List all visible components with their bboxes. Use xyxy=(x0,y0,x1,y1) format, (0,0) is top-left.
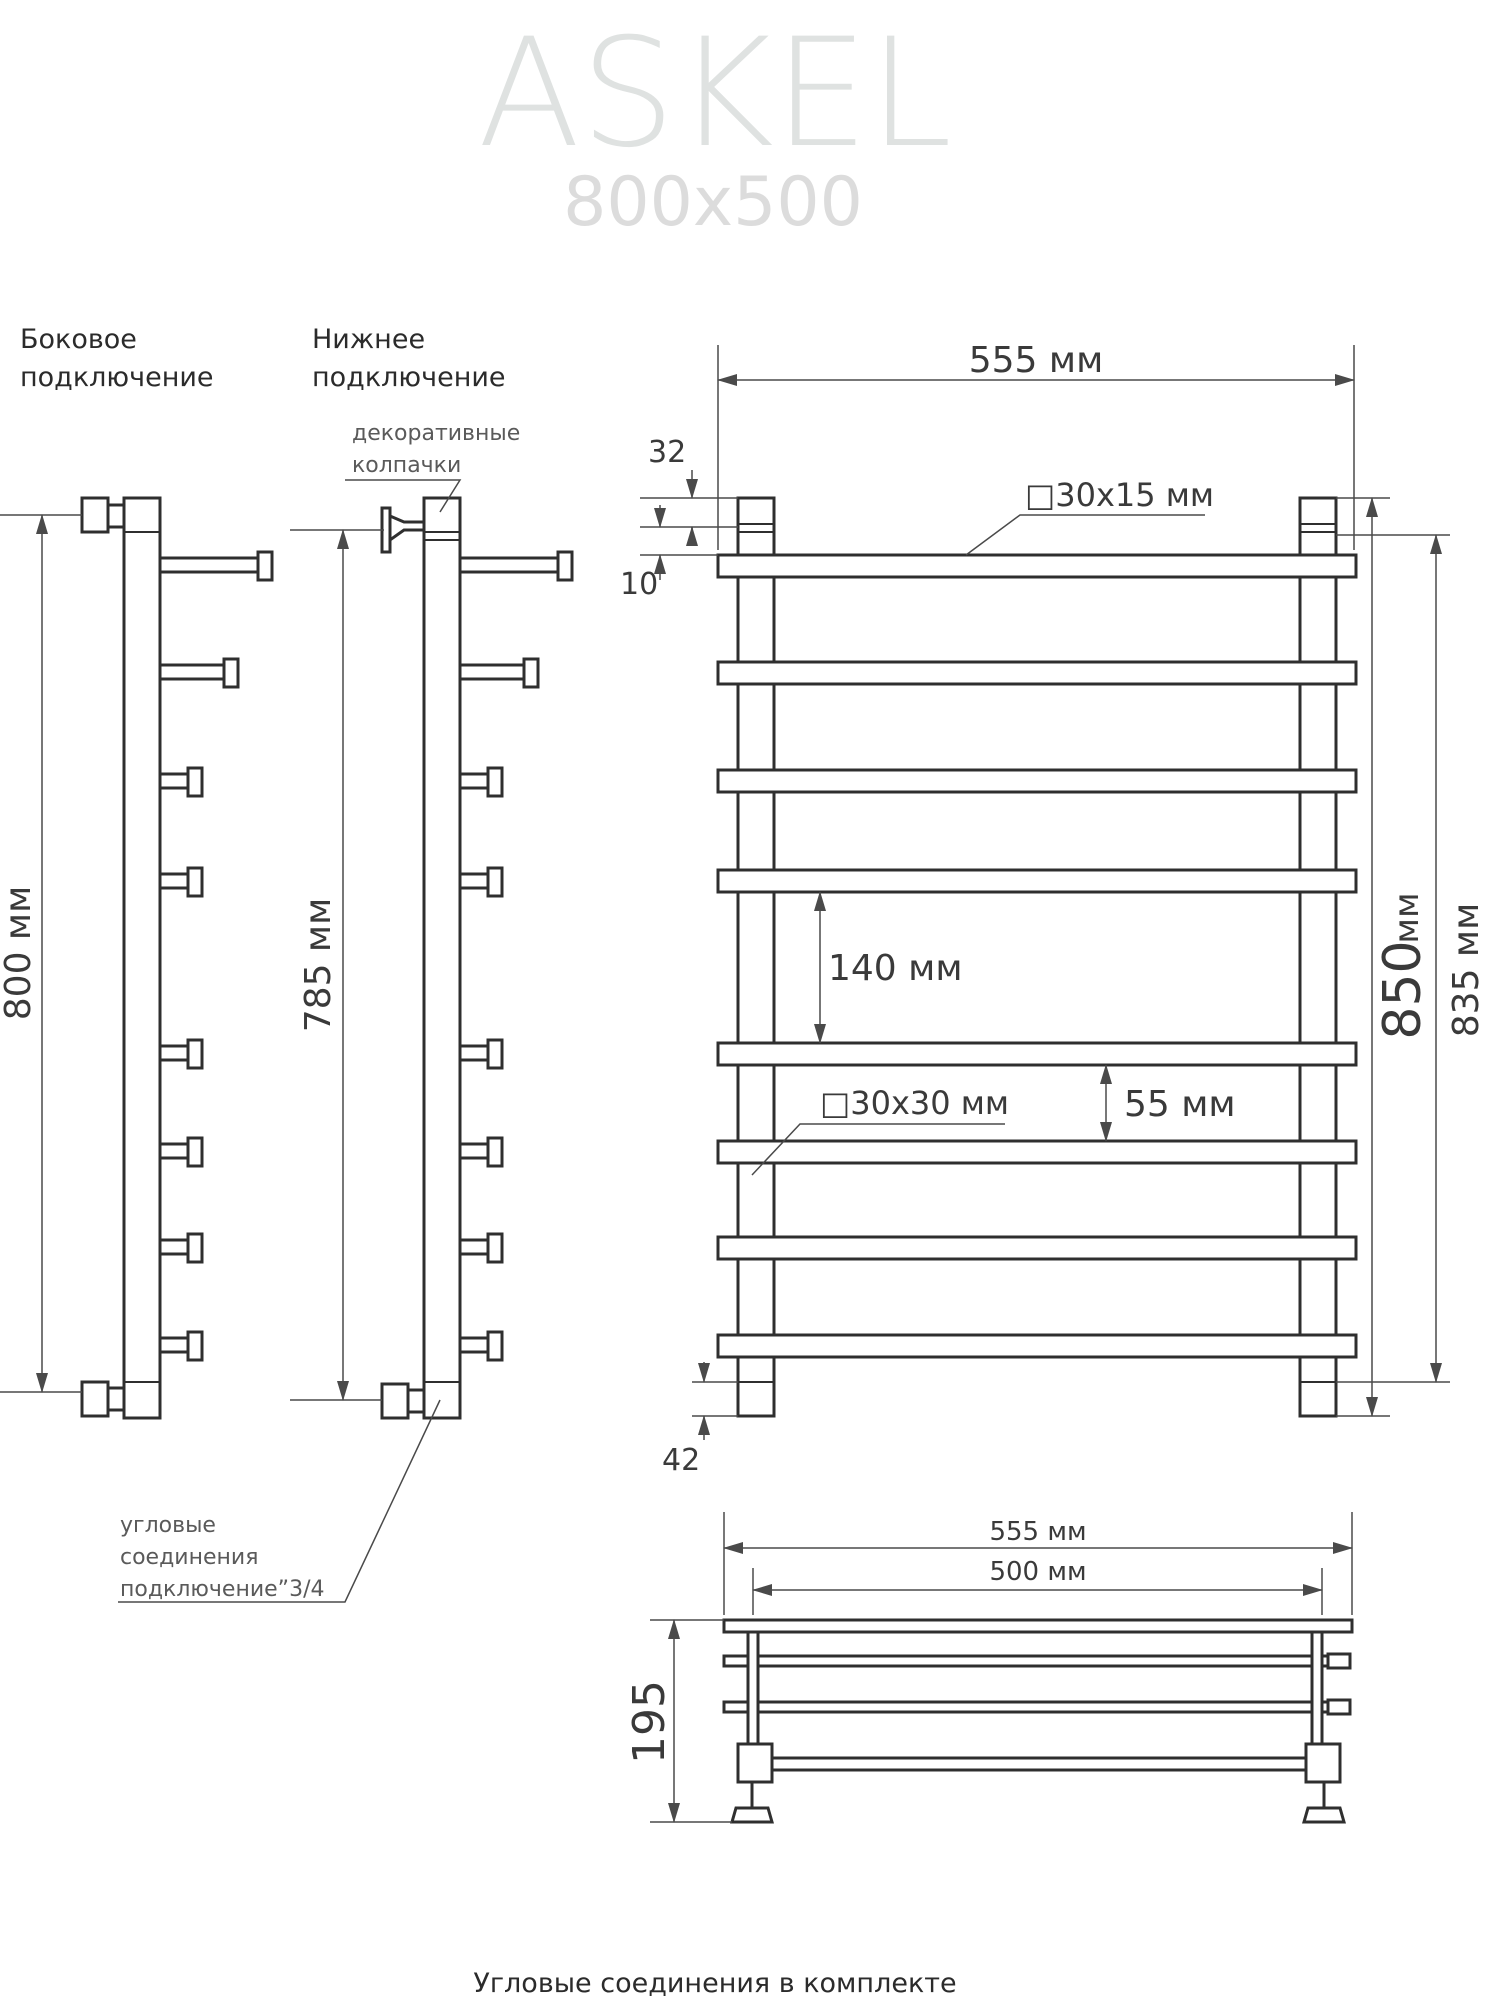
dim-785: 785 мм xyxy=(298,898,339,1032)
dim-835: 835 мм xyxy=(1446,903,1487,1037)
right-post xyxy=(1298,496,1338,1418)
rail-4 xyxy=(716,868,1358,894)
post-profile-label: □30x30 мм xyxy=(820,1084,1009,1122)
bottom-fitting xyxy=(80,1380,110,1418)
plan-right-bracket xyxy=(1304,1742,1342,1784)
product-title: ASKEL xyxy=(478,7,953,181)
bottom-connection-label-2: подключение xyxy=(312,362,506,393)
rail-6 xyxy=(716,1139,1358,1165)
side-post xyxy=(122,496,162,1420)
rail-7 xyxy=(716,1235,1358,1261)
bar-profile-label: □30x15 мм xyxy=(1025,476,1214,514)
dim-555-plan: 555 мм xyxy=(989,1517,1086,1547)
plan-top-rail xyxy=(722,1618,1354,1634)
rail-3 xyxy=(716,768,1358,794)
rail-5 xyxy=(716,1041,1358,1067)
side-connection-label-1: Боковое xyxy=(20,324,137,355)
side-view-side-connection: 800 мм xyxy=(0,496,274,1420)
plan-left-bracket xyxy=(736,1742,774,1784)
dim-195: 195 xyxy=(624,1680,675,1764)
caps-label-2: колпачки xyxy=(352,453,461,478)
side-view-bottom-connection: 785 мм декоративные колпачки угловые сое… xyxy=(118,421,574,1603)
top-fitting xyxy=(80,496,110,534)
dim-850-unit: мм xyxy=(1387,892,1427,943)
dim-42: 42 xyxy=(662,1443,700,1478)
side-connection-label-2: подключение xyxy=(20,362,214,393)
rail-1 xyxy=(716,553,1358,579)
caps-label-1: декоративные xyxy=(352,421,520,446)
product-size: 800x500 xyxy=(563,163,863,242)
dim-32: 32 xyxy=(648,435,686,470)
footer-note: Угловые соединения в комплекте xyxy=(473,1968,956,1999)
plan-left-foot xyxy=(730,1806,774,1824)
bottom-connection-label-1: Нижнее xyxy=(312,324,425,355)
plan-right-foot xyxy=(1302,1806,1346,1824)
rail-2 xyxy=(716,660,1358,686)
bottom-conn-post xyxy=(422,496,462,1420)
left-post xyxy=(736,496,776,1418)
corner-label-2: соединения xyxy=(120,1545,258,1570)
rail-8 xyxy=(716,1333,1358,1359)
dim-55: 55 мм xyxy=(1124,1084,1236,1125)
front-view: 555 мм 32 10 □30x15 мм 140 мм 55 мм □30x… xyxy=(620,340,1487,1478)
corner-label-1: угловые xyxy=(120,1513,216,1538)
dim-140: 140 мм xyxy=(828,948,962,989)
dim-10: 10 xyxy=(620,567,658,602)
dim-850: 850 xyxy=(1373,940,1433,1039)
dim-555-top: 555 мм xyxy=(969,340,1103,381)
dim-800: 800 мм xyxy=(0,886,39,1020)
plan-view: 555 мм 500 мм 195 xyxy=(624,1512,1354,1824)
corner-label-3: подключение”3/4 xyxy=(120,1577,324,1602)
dim-500-plan: 500 мм xyxy=(989,1557,1086,1587)
corner-fitting xyxy=(380,1382,410,1420)
